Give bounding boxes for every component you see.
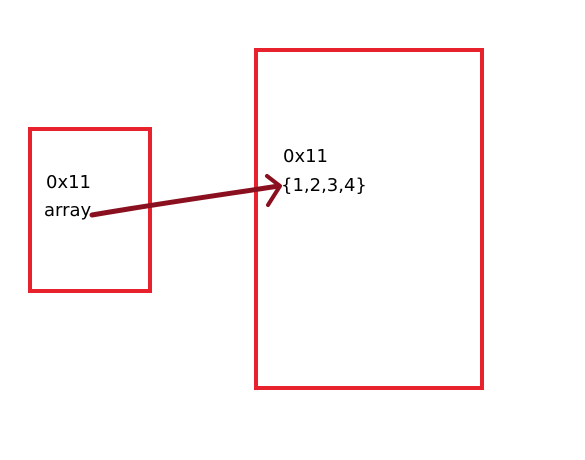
heap-address-label: 0x11 [283,146,329,167]
heap-memory-box [254,48,484,390]
stack-variable-label: array [44,200,92,221]
stack-address-label: 0x11 [46,172,92,193]
heap-value-label: {1,2,3,4} [281,175,367,196]
